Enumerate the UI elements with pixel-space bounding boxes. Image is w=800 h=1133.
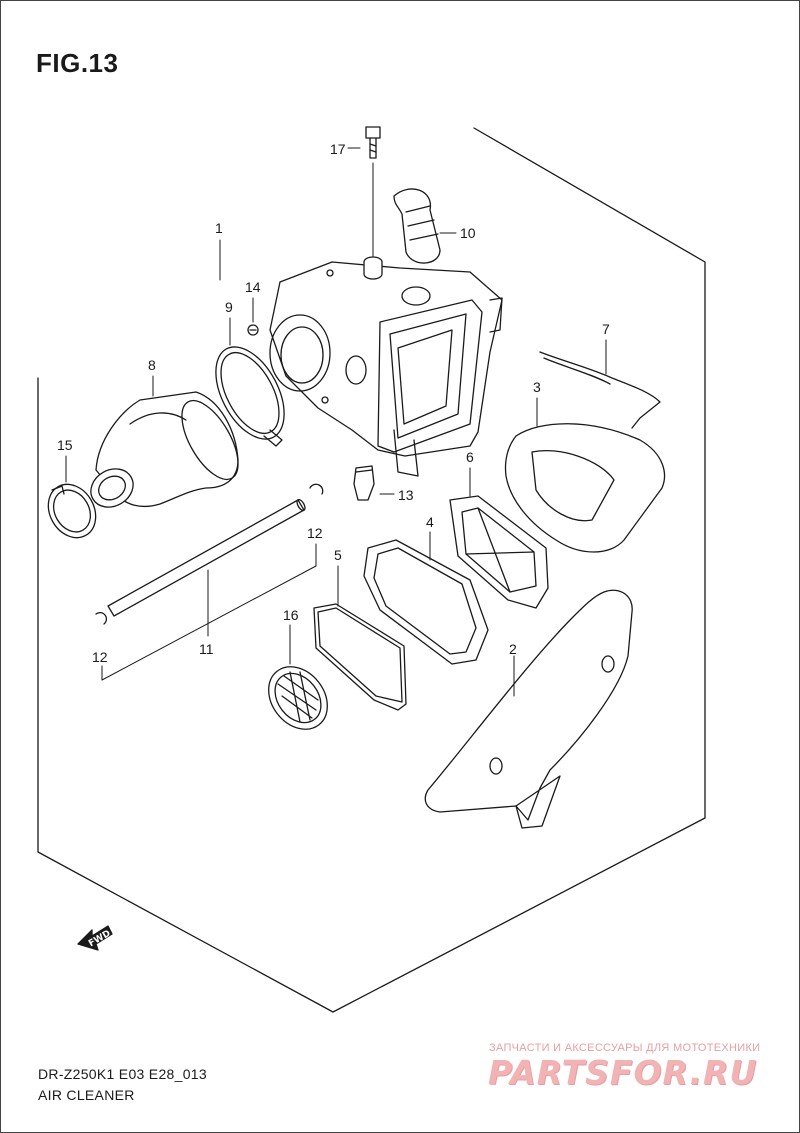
callout-5: 5 — [334, 547, 342, 563]
callout-8: 8 — [148, 357, 156, 373]
callout-6: 6 — [466, 449, 474, 465]
part-13-drain-plug[interactable] — [353, 465, 375, 501]
callout-12-lower: 12 — [92, 649, 108, 665]
part-7-breather-pipe[interactable] — [539, 351, 661, 429]
arrow-left-icon — [77, 925, 113, 951]
part-2-side-cover[interactable] — [424, 589, 633, 829]
part-3-filter-element[interactable] — [504, 423, 666, 553]
callout-12-upper: 12 — [307, 525, 323, 541]
assembly-outline — [37, 127, 706, 1013]
callout-17: 17 — [330, 141, 346, 157]
callout-14: 14 — [245, 279, 261, 295]
callout-7: 7 — [602, 321, 610, 337]
watermark-caption: ЗАПЧАСТИ И АКСЕССУАРЫ ДЛЯ МОТОТЕХНИКИ — [489, 1042, 761, 1054]
callout-9: 9 — [225, 299, 233, 315]
part-1-air-cleaner-case[interactable] — [269, 256, 503, 477]
leader-lines — [65, 147, 607, 697]
figure-title: FIG.13 — [36, 48, 119, 78]
part-11-drain-tube[interactable] — [107, 498, 307, 617]
callout-2: 2 — [509, 641, 517, 657]
callout-3: 3 — [533, 379, 541, 395]
callout-16: 16 — [283, 607, 299, 623]
part-16-screen[interactable] — [257, 655, 340, 741]
model-code: DR-Z250K1 E03 E28_013 — [38, 1066, 207, 1082]
part-4-seal-frame[interactable] — [363, 539, 489, 665]
part-15-clamp[interactable] — [39, 476, 105, 546]
part-6-filter-cage[interactable] — [449, 495, 549, 609]
callout-labels: 1 17 10 14 9 8 15 7 3 6 13 4 12 5 16 11 … — [57, 141, 610, 665]
part-12-clip[interactable] — [95, 483, 324, 625]
part-8-intake-boot[interactable] — [84, 391, 249, 515]
callout-1: 1 — [215, 220, 223, 236]
callout-11: 11 — [199, 641, 214, 657]
callout-15: 15 — [57, 437, 73, 453]
part-14-screw[interactable] — [247, 324, 259, 336]
callout-4: 4 — [426, 514, 434, 530]
fwd-direction-marker: FWD — [77, 925, 113, 951]
part-9-clamp[interactable] — [202, 336, 298, 451]
callout-10: 10 — [460, 225, 476, 241]
part-10-breather-hose[interactable] — [393, 188, 441, 264]
section-title: AIR CLEANER — [38, 1087, 135, 1103]
callout-13: 13 — [398, 487, 414, 503]
part-5-gasket[interactable] — [313, 603, 407, 711]
part-17-bolt[interactable] — [365, 126, 381, 159]
watermark-logo: PARTSFOR.RU — [488, 1053, 758, 1092]
